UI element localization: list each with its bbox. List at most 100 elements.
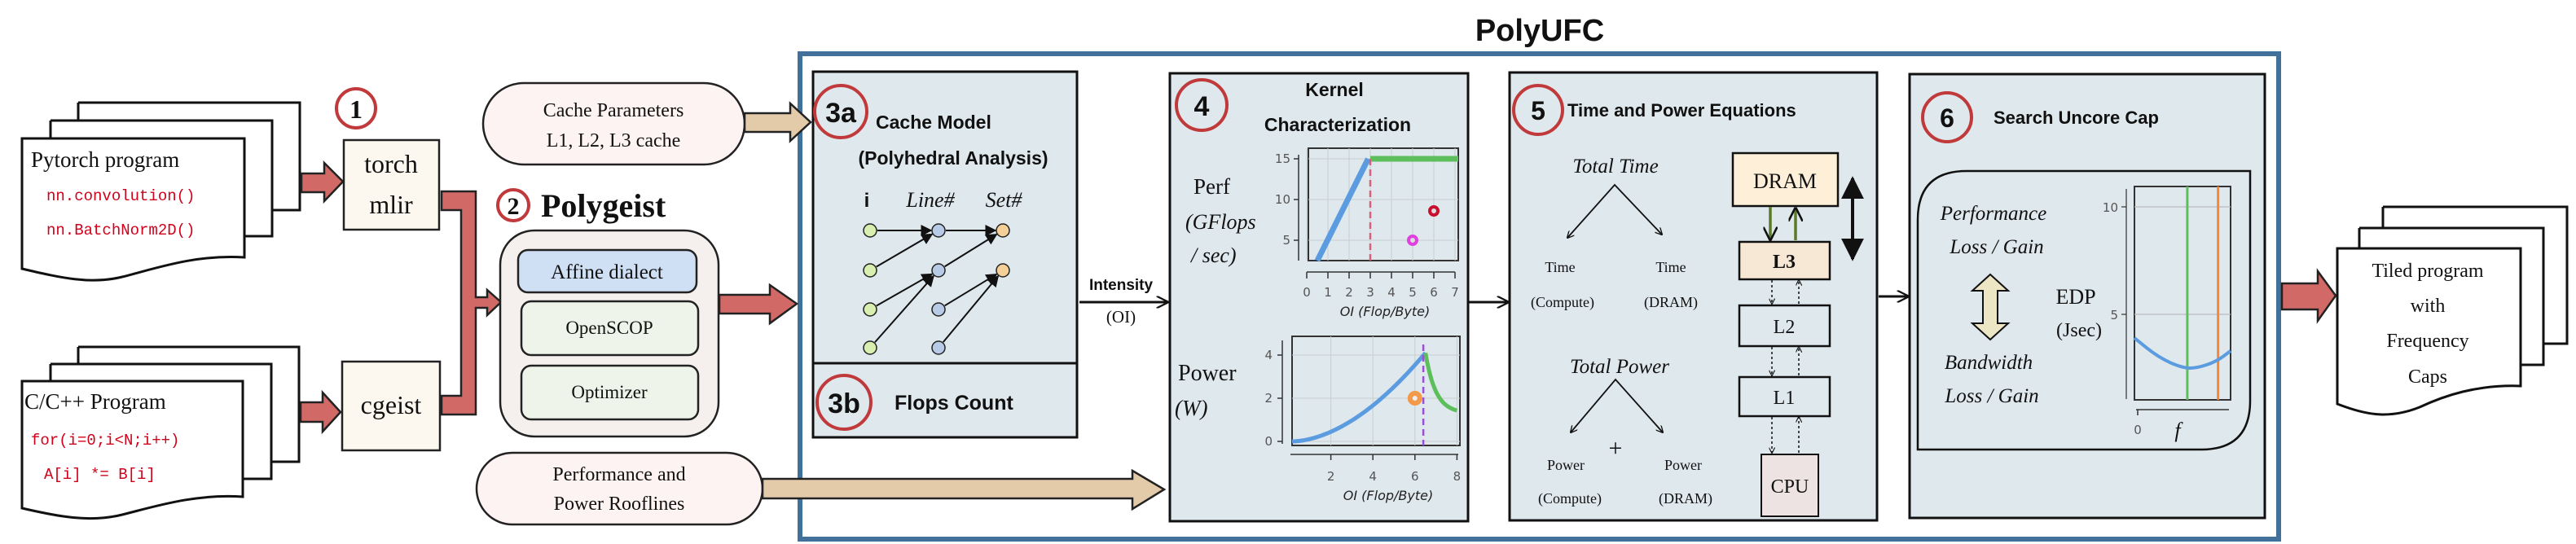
badge-4 <box>1175 78 1229 132</box>
total-power-label: Total Power <box>1570 356 1669 378</box>
x-tick-label: 6 <box>1430 285 1438 300</box>
y-tick-label: 10 <box>2103 200 2118 215</box>
iteration-node <box>863 340 877 355</box>
iteration-node <box>863 223 877 238</box>
y-tick-label: 0 <box>1264 434 1273 449</box>
cache-model-panel <box>811 70 1079 365</box>
badge-3a-label: 3a <box>825 98 857 129</box>
rooflines-label: Performance and <box>552 464 685 485</box>
x-tick-label: 0 <box>2134 423 2142 437</box>
kernel-point <box>1407 391 1422 406</box>
intensity-label: Intensity <box>1089 277 1154 294</box>
power-axis-label: (W) <box>1175 396 1207 420</box>
iteration-node <box>863 263 877 278</box>
polyufc-frame <box>798 51 2281 542</box>
cache-line-node <box>931 302 946 317</box>
mapping-edge <box>944 233 998 268</box>
l1-label: L1 <box>1774 388 1796 409</box>
cpu-label: CPU <box>1771 476 1809 498</box>
flops-count-panel <box>811 362 1079 439</box>
edp-x-label: f <box>2174 419 2183 442</box>
power-axis-label: Power <box>1178 361 1237 386</box>
kernel-title: Kernel <box>1305 79 1364 100</box>
code-line: nn.convolution() <box>46 187 195 205</box>
dram-l3-transfer-arrows <box>1770 207 1796 240</box>
torch-mlir-label: mlir <box>369 190 413 219</box>
cache-model-subtitle: (Polyhedral Analysis) <box>858 147 1048 169</box>
equations-title: Time and Power Equations <box>1567 100 1796 121</box>
iteration-node <box>863 302 877 317</box>
tradeoff-double-arrow <box>1970 273 2011 341</box>
time-dram: Time <box>1655 259 1686 275</box>
cpu-box <box>1761 454 1819 517</box>
col-i: i <box>864 190 870 212</box>
l3-box <box>1738 240 1831 281</box>
badge-1-label: 1 <box>349 94 363 124</box>
merge-connector-arrow <box>440 190 503 416</box>
col-set: Set# <box>986 188 1023 212</box>
mapping-edge <box>876 233 934 268</box>
openscop-label: OpenSCOP <box>565 318 653 338</box>
code-line: nn.BatchNorm2D() <box>46 222 195 239</box>
power-rise-curve <box>1291 351 1427 444</box>
cache-parameters-pill <box>481 81 746 166</box>
code-line: for(i=0;i<N;i++) <box>31 432 179 450</box>
y-tick-label: 10 <box>1275 192 1290 207</box>
time-dram: (DRAM) <box>1644 294 1698 311</box>
x-tick-label: 5 <box>1409 285 1417 300</box>
dram-box <box>1731 151 1840 208</box>
x-tick-label: 7 <box>1451 285 1459 300</box>
polygeist-title: Polygeist <box>541 187 666 224</box>
badge-6 <box>1921 91 1973 143</box>
c-program-doc: C/C++ Program for(i=0;i<N;i++) A[i] *= B… <box>20 345 301 520</box>
perf-x-label: OI (Flop/Byte) <box>1340 304 1430 319</box>
power-compute: Power <box>1547 457 1585 473</box>
arrow-cache-params <box>743 101 812 143</box>
arrow-to-output <box>2280 268 2337 324</box>
badge-3a <box>813 84 868 139</box>
l2-label: L2 <box>1774 317 1796 338</box>
x-tick-label: 6 <box>1411 469 1419 484</box>
col-line: Line# <box>905 188 955 212</box>
time-compute: (Compute) <box>1531 294 1594 311</box>
cache-line-node <box>931 263 946 278</box>
power-dram: (DRAM) <box>1659 490 1712 507</box>
mapping-edge <box>874 274 934 343</box>
plot-area <box>1308 147 1459 261</box>
kernel-title: Characterization <box>1264 114 1411 135</box>
cache-levels-label: L1, L2, L3 cache <box>547 130 681 151</box>
x-tick-label: 4 <box>1369 469 1377 484</box>
cache-set-node <box>996 263 1010 278</box>
l2-box <box>1738 304 1831 348</box>
oi-label: (OI) <box>1106 307 1136 327</box>
badge-3b <box>815 374 873 431</box>
cache-set-node <box>996 223 1010 238</box>
x-tick-label: 2 <box>1345 285 1353 300</box>
pytorch-title: Pytorch program <box>31 147 179 172</box>
code-line: A[i] *= B[i] <box>44 466 156 484</box>
y-tick-label: 5 <box>1282 233 1290 248</box>
cache-line-node <box>931 223 946 238</box>
x-tick-label: 0 <box>1303 285 1311 300</box>
output-label: Frequency <box>2386 331 2468 352</box>
x-tick-label: 1 <box>1324 285 1332 300</box>
plot-area <box>2134 186 2231 401</box>
flops-count-title: Flops Count <box>895 392 1013 415</box>
badge-4-label: 4 <box>1194 91 1210 122</box>
tiled-program-doc: Tiled program with Frequency Caps <box>2336 205 2569 416</box>
time-compute: Time <box>1545 259 1575 275</box>
output-label: Caps <box>2408 366 2447 388</box>
perf-loss-gain: Performance <box>1940 203 2047 225</box>
cache-model-title: Cache Model <box>876 112 991 133</box>
power-split-arrows <box>1571 378 1663 432</box>
cache-mapping-graph <box>863 223 1010 355</box>
output-label: Tiled program <box>2372 261 2483 282</box>
x-tick-label: 8 <box>1453 469 1462 484</box>
edp-label: (Jsec) <box>2056 320 2102 341</box>
c-title: C/C++ Program <box>24 389 166 414</box>
optimizer-box <box>520 364 700 421</box>
power-fall-curve <box>1423 352 1458 413</box>
